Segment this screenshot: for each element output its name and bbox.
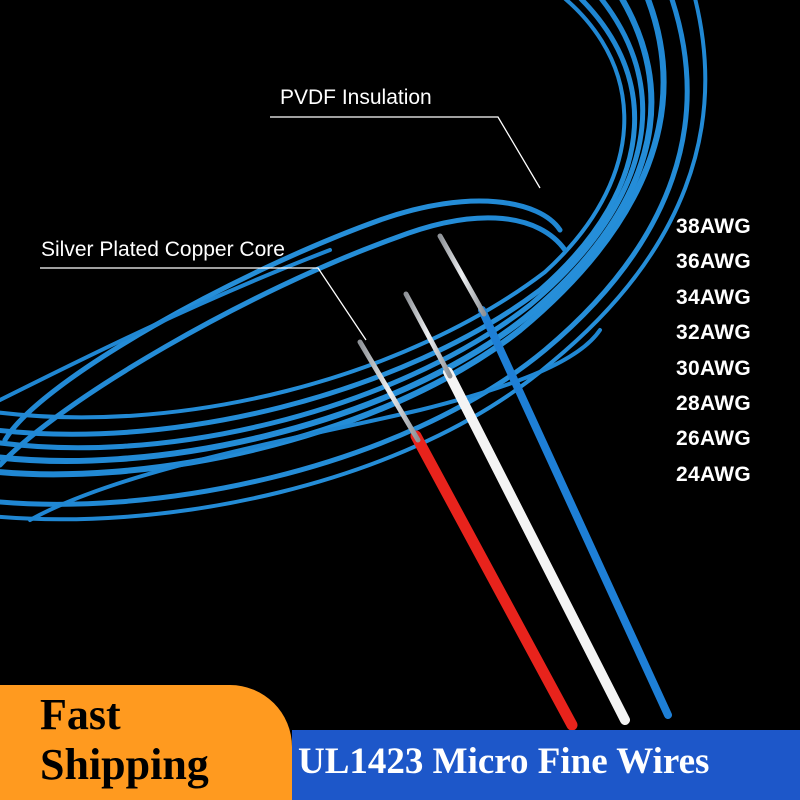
wire-coil [0,0,708,522]
awg-size-item: 30AWG [676,356,752,380]
blue-wire [437,233,672,719]
product-title: UL1423 Micro Fine Wires [298,741,710,782]
insulation-callout-label: PVDF Insulation [280,86,432,109]
awg-size-item: 26AWG [676,427,752,451]
awg-size-item: 36AWG [676,250,752,274]
fast-shipping-line2: Shipping [40,740,209,789]
red-wire [357,339,578,731]
awg-size-item: 28AWG [676,391,752,415]
awg-size-list: 38AWG 36AWG 34AWG 32AWG 30AWG 28AWG 26AW… [676,213,786,496]
fast-shipping-badge [0,685,292,800]
white-wire [403,291,630,725]
core-callout-label: Silver Plated Copper Core [41,238,285,261]
awg-size-item: 32AWG [676,321,752,345]
awg-size-item: 24AWG [676,462,752,486]
callout-leader-lines [40,116,541,341]
product-title-bar [292,730,800,800]
fast-shipping-line1: Fast [40,690,121,739]
awg-size-item: 38AWG [676,215,752,238]
awg-size-item: 34AWG [676,285,752,309]
